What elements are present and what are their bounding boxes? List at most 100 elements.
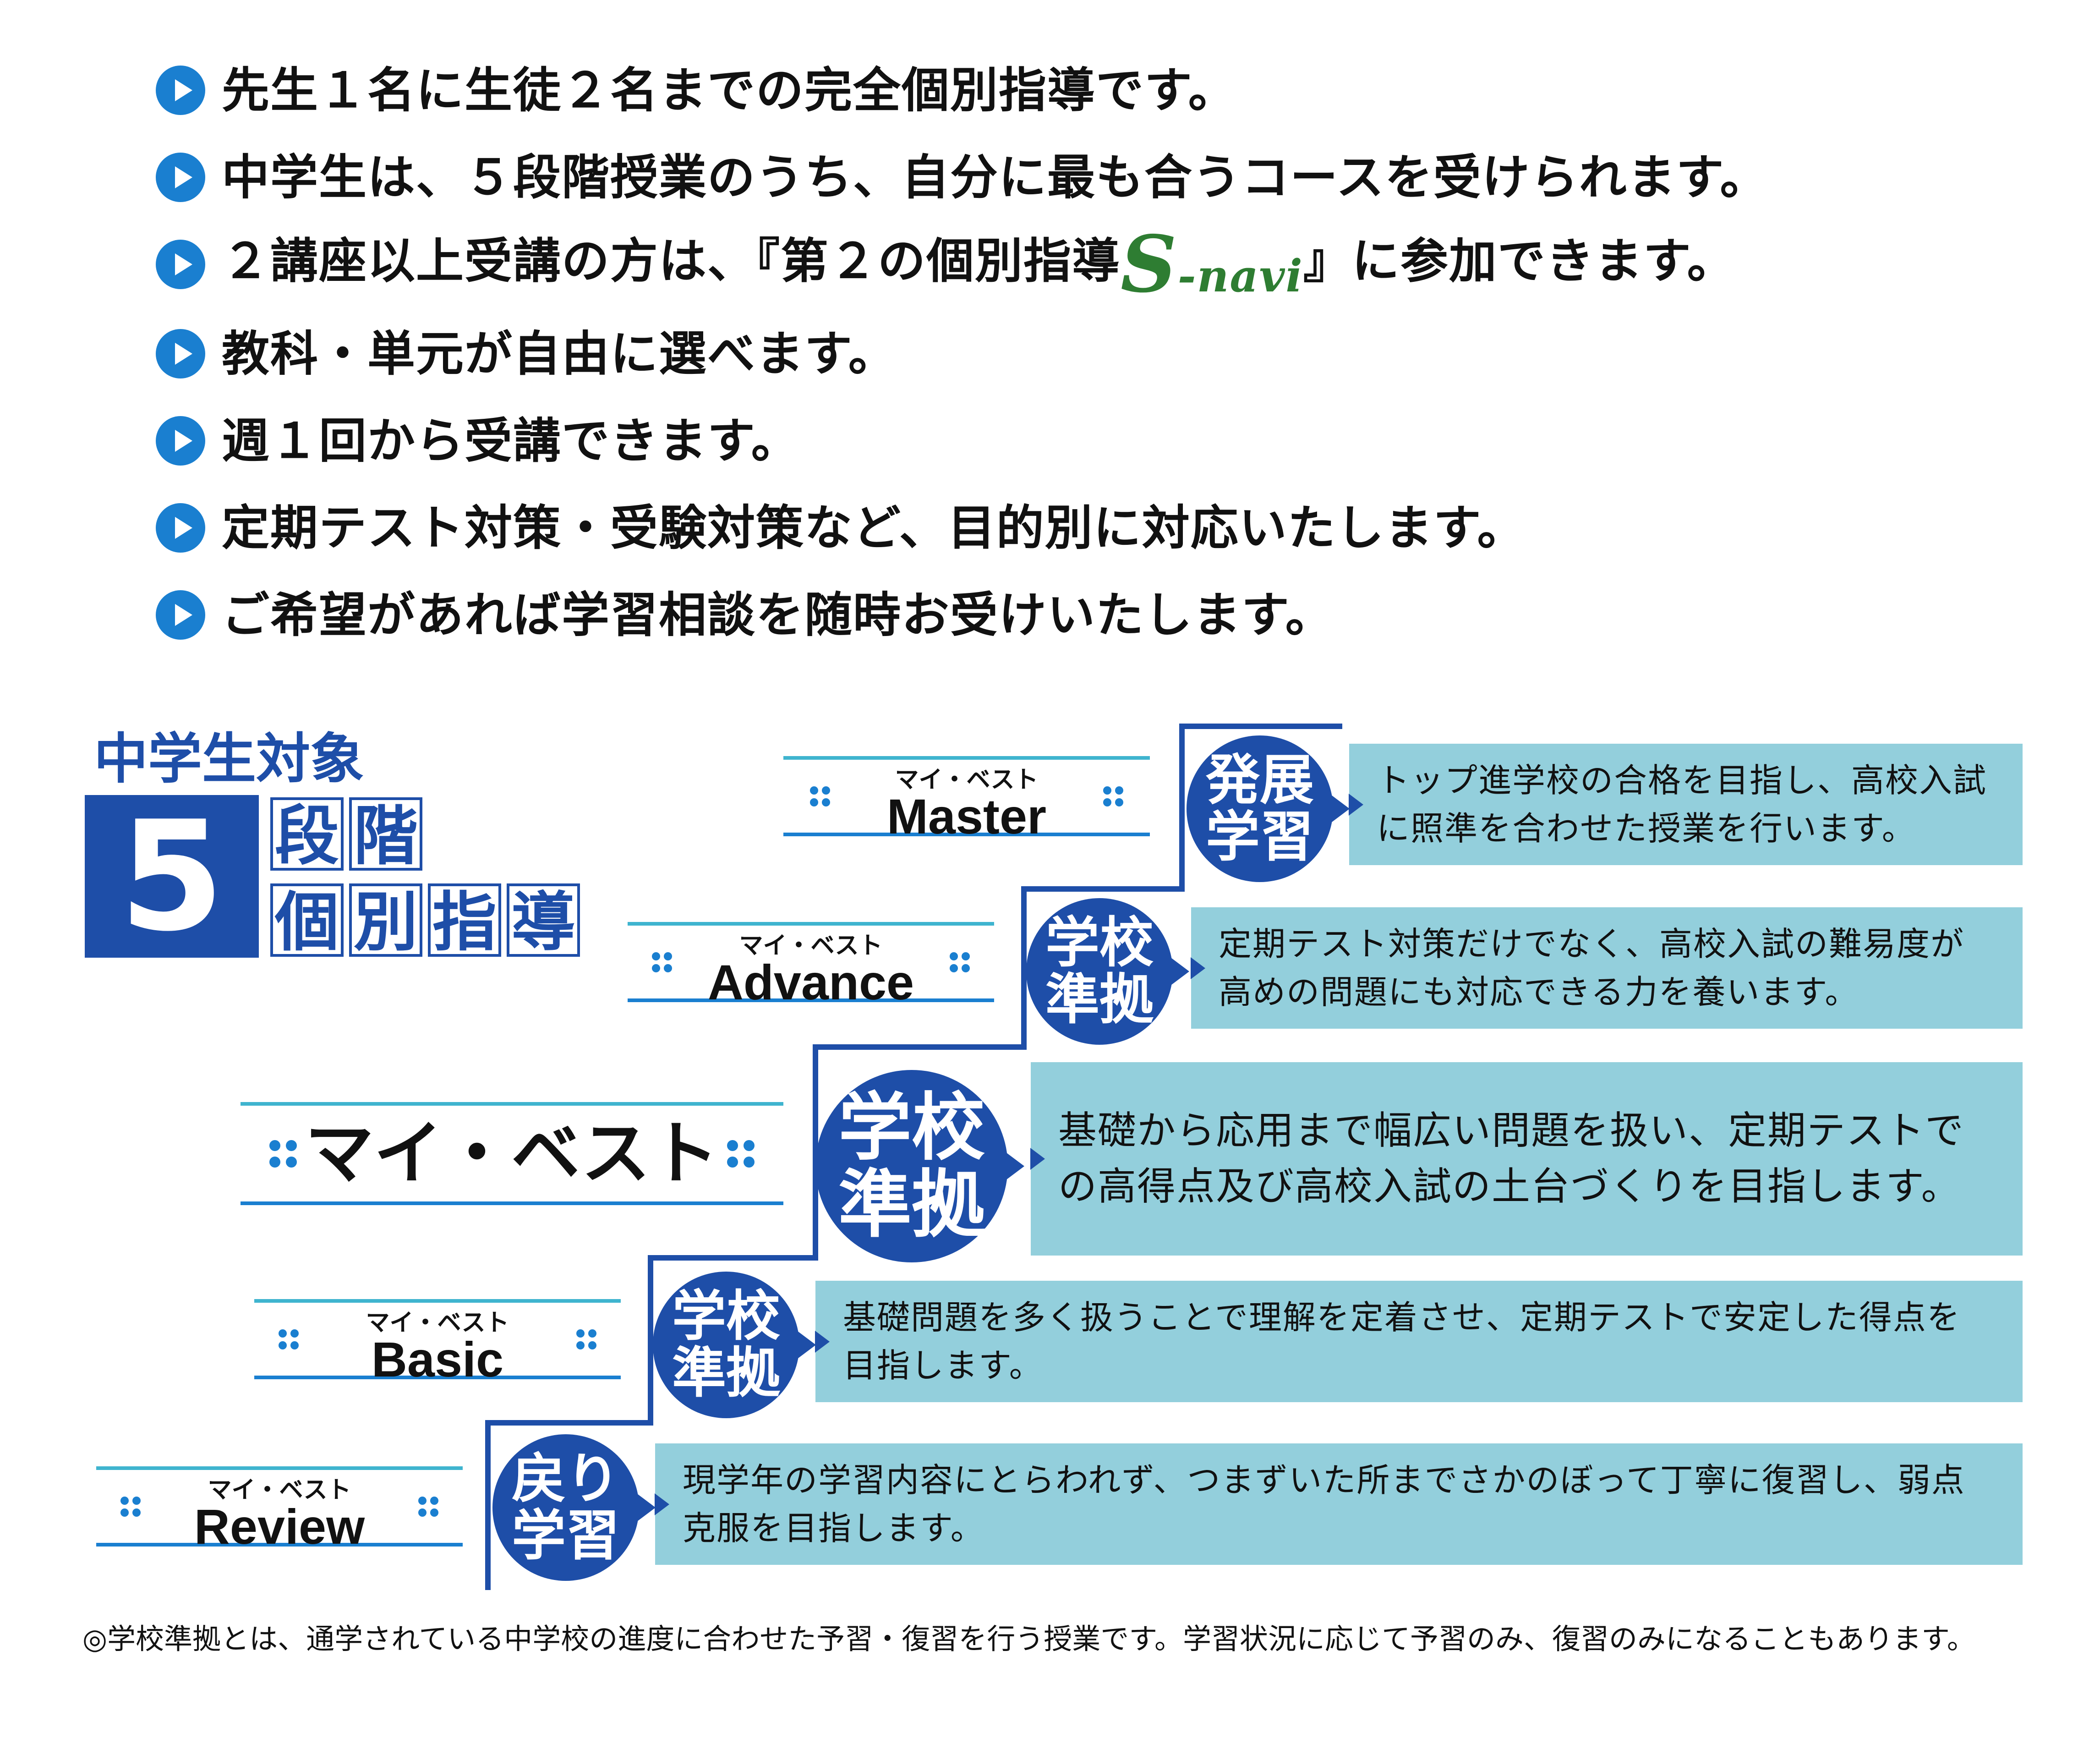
list-item: 中学生は、５段階授業のうち、自分に最も合うコースを受けられます。 [156, 143, 1768, 212]
play-icon [156, 66, 205, 115]
course-label-advance: マイ・ベスト Advance [628, 922, 994, 1007]
dots-icon [1102, 785, 1125, 808]
list-item-text: 中学生は、５段階授業のうち、自分に最も合うコースを受けられます。 [222, 149, 1769, 205]
desc-mybest: 基礎から応用まで幅広い問題を扱い、定期テストでの高得点及び高校入試の土台づくりを… [1030, 1062, 2023, 1256]
list-item-text: 先生１名に生徒２名までの完全個別指導です。 [222, 62, 1237, 118]
heading-char: 別 [349, 883, 422, 960]
footnote: ◎学校準拠とは、通学されている中学校の進度に合わせた予習・復習を行う授業です。学… [82, 1622, 1975, 1656]
pointer-icon [1191, 957, 1205, 979]
desc-review: 現学年の学習内容にとらわれず、つまずいた所までさかのぼって丁寧に復習し、弱点克服… [655, 1443, 2023, 1565]
course-name: Review [194, 1499, 365, 1554]
list-item-text-before: ２講座以上受講の方は、『第２の個別指導 [222, 233, 1121, 289]
play-icon [156, 153, 205, 202]
five-number: 5 [85, 789, 259, 965]
list-item-text: 教科・単元が自由に選べます。 [222, 326, 897, 382]
desc-line: 基礎問題を多く扱うことで理解を定着させ、定期テストで安定した得点を [843, 1298, 1961, 1337]
course-name: Master [886, 789, 1047, 844]
play-icon [156, 590, 205, 640]
badge-line: 準拠 [672, 1341, 780, 1404]
list-item: 定期テスト対策・受験対策など、目的別に対応いたします。 [156, 494, 1526, 562]
desc-line: 目指します。 [843, 1346, 1043, 1385]
pointer-icon [1030, 1148, 1045, 1170]
s-navi-logo-rest: -navi [1177, 250, 1303, 302]
play-icon [156, 329, 205, 378]
heading-char: 指 [428, 883, 501, 960]
badge-line: 学習 [1205, 805, 1314, 868]
pointer-icon [1171, 958, 1189, 985]
course-label-basic: マイ・ベスト Basic [254, 1299, 621, 1384]
pointer-icon [798, 1331, 816, 1359]
badge-advance: 学校準拠 [1026, 898, 1189, 1045]
badge-line: 学校 [1045, 911, 1154, 975]
course-label-master: マイ・ベスト Master [783, 756, 1150, 841]
dots-icon [726, 1139, 756, 1169]
dots-icon [948, 951, 971, 974]
pointer-icon [1331, 795, 1350, 823]
badge-master: 発展学習 [1187, 735, 1350, 882]
list-item-text: 週１回から受講できます。 [222, 413, 800, 469]
pointer-icon [1349, 793, 1363, 816]
list-item-text: ２講座以上受講の方は、『第２の個別指導S-navi』に参加できます。 [222, 225, 1736, 303]
desc-line: 現学年の学習内容にとらわれず、つまずいた所までさかのぼって丁寧に復習し、弱点 [683, 1461, 1965, 1500]
heading-char: 導 [507, 883, 580, 960]
badge-line: 学校 [838, 1085, 985, 1170]
badge-mybest: 学校準拠 [815, 1070, 1024, 1262]
pointer-icon [655, 1493, 669, 1515]
pointer-icon [815, 1330, 830, 1353]
badge-line: 学習 [511, 1504, 620, 1567]
desc-master: トップ進学校の合格を目指し、高校入試に照準を合わせた授業を行います。 [1349, 744, 2023, 865]
desc-line: に照準を合わせた授業を行います。 [1377, 809, 1916, 848]
course-sub: マイ・ベスト [739, 932, 883, 960]
course-sub: マイ・ベスト [208, 1476, 351, 1504]
dots-icon [277, 1328, 300, 1351]
desc-line: 基礎から応用まで幅広い問題を扱い、定期テストで [1058, 1108, 1965, 1153]
dots-icon [417, 1495, 440, 1518]
badge-basic: 学校準拠 [653, 1272, 816, 1418]
desc-line: トップ進学校の合格を目指し、高校入試 [1377, 761, 1987, 800]
dots-icon [575, 1328, 598, 1351]
heading-line2: 個別指導 [270, 883, 585, 960]
badge-line: 準拠 [1045, 968, 1154, 1031]
target-label: 中学生対象 [94, 727, 365, 790]
list-item-text-after: 』に参加できます。 [1303, 233, 1736, 289]
s-navi-logo: S-navi [1121, 225, 1303, 303]
play-icon [156, 240, 205, 289]
list-item-text: ご希望があれば学習相談を随時お受けいたします。 [222, 587, 1334, 643]
course-sub: マイ・ベスト [895, 766, 1039, 794]
s-navi-logo-s: S [1121, 219, 1178, 310]
course-label-review: マイ・ベスト Review [96, 1466, 463, 1552]
heading-char: 個 [270, 883, 344, 960]
badge-line: 戻り [511, 1447, 620, 1511]
course-sub: マイ・ベスト [366, 1309, 509, 1337]
course-name: Basic [371, 1332, 504, 1387]
list-item-text: 定期テスト対策・受験対策など、目的別に対応いたします。 [222, 500, 1526, 556]
course-name: マイ・ベスト [305, 1113, 719, 1194]
badge-line: 発展 [1205, 748, 1314, 812]
desc-line: 克服を目指します。 [683, 1508, 984, 1547]
badge-line: 学校 [672, 1284, 780, 1348]
desc-line: 高めの問題にも対応できる力を養います。 [1219, 972, 1859, 1011]
list-item: ２講座以上受講の方は、『第２の個別指導S-navi』に参加できます。 [156, 225, 1736, 303]
course-label-mybest: マイ・ベスト [241, 1102, 783, 1205]
list-item: 教科・単元が自由に選べます。 [156, 319, 897, 388]
dots-icon [268, 1139, 298, 1169]
badge-line: 準拠 [838, 1162, 985, 1247]
heading-line1: 段階 [270, 797, 428, 873]
list-item: 先生１名に生徒２名までの完全個別指導です。 [156, 56, 1237, 125]
desc-advance: 定期テスト対策だけでなく、高校入試の難易度が高めの問題にも対応できる力を養います… [1191, 907, 2023, 1029]
heading-char: 段 [270, 797, 344, 873]
pointer-icon [1006, 1152, 1024, 1180]
course-name: Advance [707, 954, 914, 1010]
dots-icon [651, 951, 673, 974]
heading-char: 階 [349, 797, 422, 873]
dots-icon [809, 785, 831, 808]
list-item: 週１回から受講できます。 [156, 406, 800, 475]
desc-line: 定期テスト対策だけでなく、高校入試の難易度が [1219, 925, 1965, 964]
dots-icon [119, 1495, 142, 1518]
list-item: ご希望があれば学習相談を随時お受けいたします。 [156, 581, 1334, 649]
badge-review: 戻り学習 [492, 1434, 656, 1581]
pointer-icon [637, 1494, 656, 1521]
play-icon [156, 503, 205, 553]
desc-line: の高得点及び高校入試の土台づくりを目指します。 [1058, 1164, 1961, 1209]
